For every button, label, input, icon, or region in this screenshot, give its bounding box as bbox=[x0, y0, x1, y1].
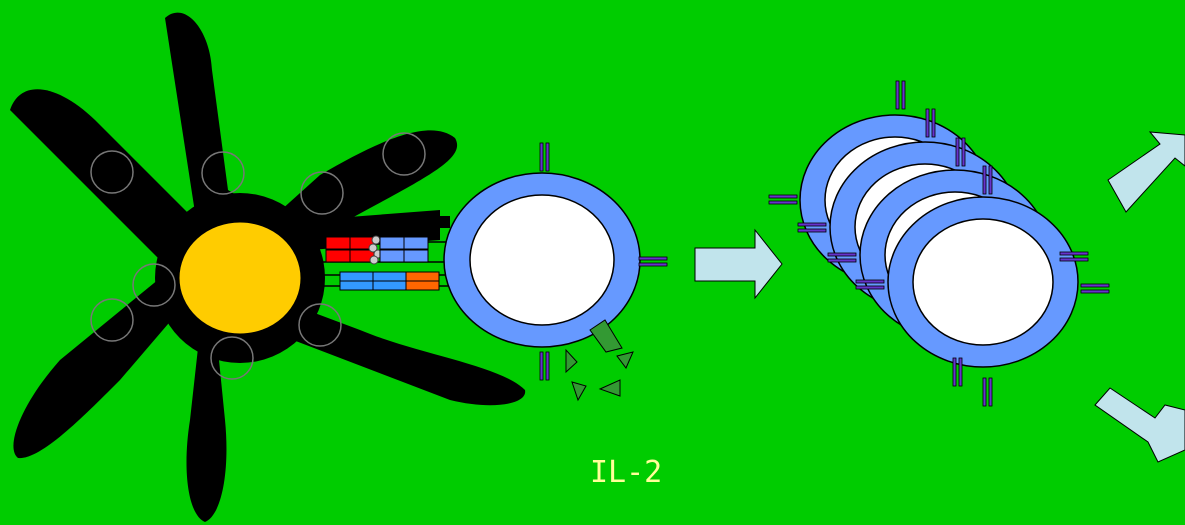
mhc-molecule bbox=[325, 236, 375, 263]
dendritic-cell-nucleus bbox=[178, 221, 302, 335]
dendritic-cell-granules bbox=[90, 132, 426, 380]
t-cell-clone bbox=[855, 165, 1110, 407]
t-cell bbox=[443, 172, 641, 348]
differentiation-arrow-down bbox=[1094, 387, 1185, 463]
differentiation-arrow-up bbox=[1107, 131, 1185, 213]
proliferation-arrow bbox=[694, 228, 783, 300]
tcr-molecule bbox=[379, 236, 429, 263]
il2-fragments bbox=[565, 319, 634, 402]
il2-label: IL-2 bbox=[590, 455, 662, 490]
costimulatory-molecule bbox=[339, 271, 440, 291]
proliferating-t-cells bbox=[768, 80, 1110, 407]
receptor-complexes bbox=[312, 216, 450, 291]
